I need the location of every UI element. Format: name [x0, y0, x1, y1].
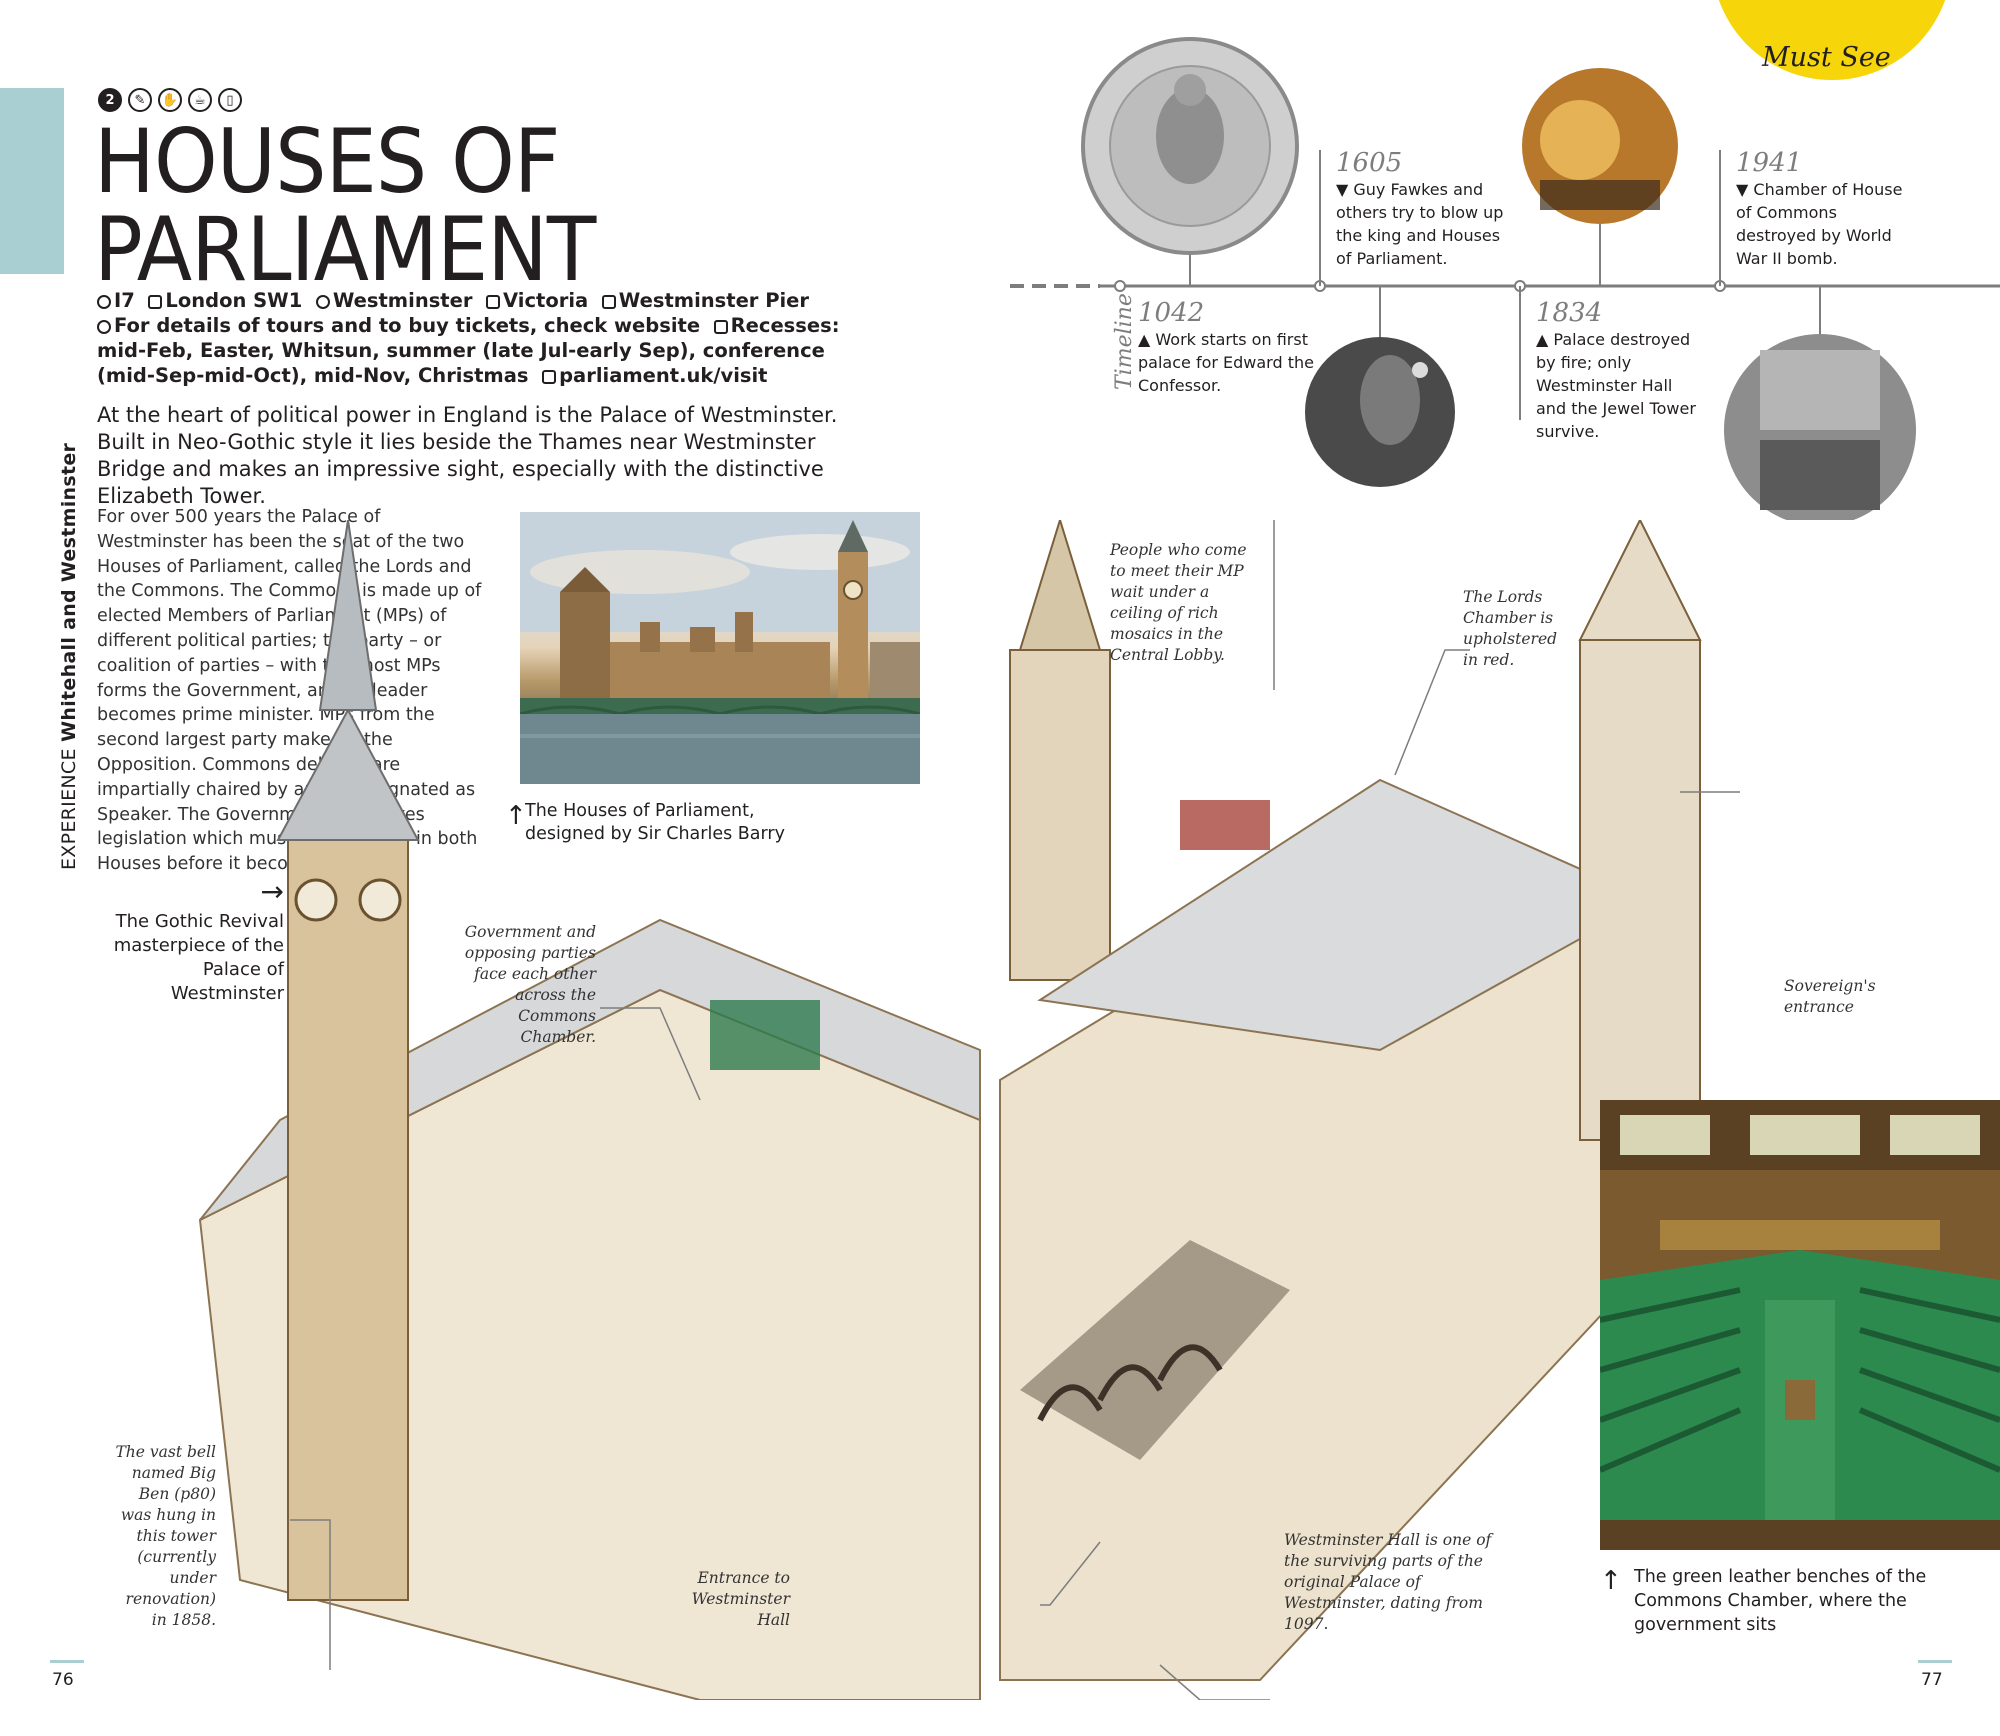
section-label-area: Whitehall and Westminster — [58, 442, 80, 742]
timeline-event-1941: 1941 ▼ Chamber of House of Commons destr… — [1736, 148, 1916, 270]
timeline-event-1605: 1605 ▼ Guy Fawkes and others try to blow… — [1336, 148, 1506, 270]
note-westminster-hall: Westminster Hall is one of the surviving… — [1284, 1531, 1492, 1633]
timeline-year: 1605 — [1336, 148, 1403, 178]
map-ref: I7 — [114, 289, 135, 312]
website-link[interactable]: parliament.uk/visit — [559, 364, 768, 387]
visitor-info: I7 London SW1 Westminster Victoria Westm… — [97, 288, 857, 388]
attraction-icons: 2 ✎ ✋ ☕ ▯ — [98, 88, 242, 112]
page-number-right: 77 — [1921, 1670, 1943, 1690]
note-sovereign-entrance: Sovereign's entrance — [1784, 977, 1876, 1016]
page-title: HOUSES OF PARLIAMENT — [94, 118, 614, 294]
cafe-icon: ☕ — [188, 88, 212, 112]
triangle-down-icon: ▼ — [1736, 180, 1754, 199]
calendar-icon — [713, 320, 728, 334]
shop-icon: ▯ — [218, 88, 242, 112]
boat-pier: Westminster Pier — [618, 289, 810, 312]
timeline-text: ▲ Work starts on first palace for Edward… — [1138, 330, 1314, 395]
web-icon — [542, 370, 557, 384]
title-line-1: HOUSES OF — [94, 110, 560, 213]
commons-chamber-photo — [1600, 1100, 2000, 1550]
address-icon — [148, 295, 163, 309]
timeline-text: ▼ Chamber of House of Commons destroyed … — [1736, 180, 1903, 268]
note-entrance-hall: Entrance to Westminster Hall — [691, 1569, 790, 1629]
timeline-year: 1834 — [1536, 298, 1603, 328]
rail-icon — [486, 295, 501, 309]
intro-paragraph: At the heart of political power in Engla… — [97, 403, 838, 508]
page-bar-left — [50, 1660, 84, 1663]
page-bar-right — [1918, 1660, 1952, 1663]
timeline-year: 1941 — [1736, 148, 1803, 178]
timeline-label: Timeline — [1112, 293, 1137, 390]
parliament-photo — [520, 512, 920, 784]
section-tab — [0, 88, 64, 274]
commons-chamber-photo-art — [1600, 1100, 2000, 1550]
title-line-2: PARLIAMENT — [94, 198, 596, 301]
timeline-text: ▼ Guy Fawkes and others try to blow up t… — [1336, 180, 1504, 268]
timeline-text: ▲ Palace destroyed by fire; only Westmin… — [1536, 330, 1696, 441]
tube-station: Westminster — [332, 289, 473, 312]
triangle-down-icon: ▼ — [1336, 180, 1354, 199]
address: London SW1 — [165, 289, 303, 312]
ticket-icon: ✎ — [128, 88, 152, 112]
section-label: EXPERIENCE Whitehall and Westminster — [58, 443, 80, 870]
arrow-up-icon: ↑ — [505, 801, 527, 831]
timeline-graphic — [1010, 37, 2000, 520]
triangle-up-icon: ▲ — [1536, 330, 1554, 349]
page-number-left: 76 — [52, 1670, 74, 1690]
must-see-label: Must See — [1762, 42, 1891, 73]
section-label-prefix: EXPERIENCE — [58, 748, 80, 870]
ticket-info: For details of tours and to buy tickets,… — [114, 314, 701, 337]
tube-icon — [315, 295, 330, 309]
hand-icon: ✋ — [158, 88, 182, 112]
timeline-event-1834: 1834 ▲ Palace destroyed by fire; only We… — [1536, 298, 1706, 443]
timeline-year: 1042 — [1138, 298, 1205, 328]
rail-station: Victoria — [503, 289, 589, 312]
note-big-ben: The vast bell named Big Ben (p80) was hu… — [115, 1443, 216, 1629]
commons-photo-caption: ↑ The green leather benches of the Commo… — [1600, 1566, 1927, 1635]
parliament-photo-caption: ↑ The Houses of Parliament, designed by … — [505, 801, 785, 844]
recesses: Recesses: mid-Feb, Easter, Whitsun, summ… — [97, 314, 840, 387]
note-central-lobby: People who come to meet their MP wait un… — [1110, 541, 1247, 664]
timeline-event-1042: 1042 ▲ Work starts on first palace for E… — [1138, 298, 1318, 397]
parliament-photo-art — [520, 512, 920, 784]
triangle-up-icon: ▲ — [1138, 330, 1156, 349]
boat-icon — [601, 295, 616, 309]
arrow-right-icon: → — [260, 875, 284, 908]
note-commons-chamber: Government and opposing parties face eac… — [464, 923, 596, 1046]
note-lords-chamber: The Lords Chamber is upholstered in red. — [1463, 588, 1558, 669]
attraction-number: 2 — [98, 88, 122, 112]
arrow-up-icon: ↑ — [1600, 1566, 1622, 1596]
ticket-info-icon — [97, 320, 111, 334]
gothic-caption: → The Gothic Revival masterpiece of the … — [100, 875, 284, 1006]
palace-cutaway-illustration — [198, 520, 1740, 1700]
map-pin-icon — [97, 295, 111, 309]
